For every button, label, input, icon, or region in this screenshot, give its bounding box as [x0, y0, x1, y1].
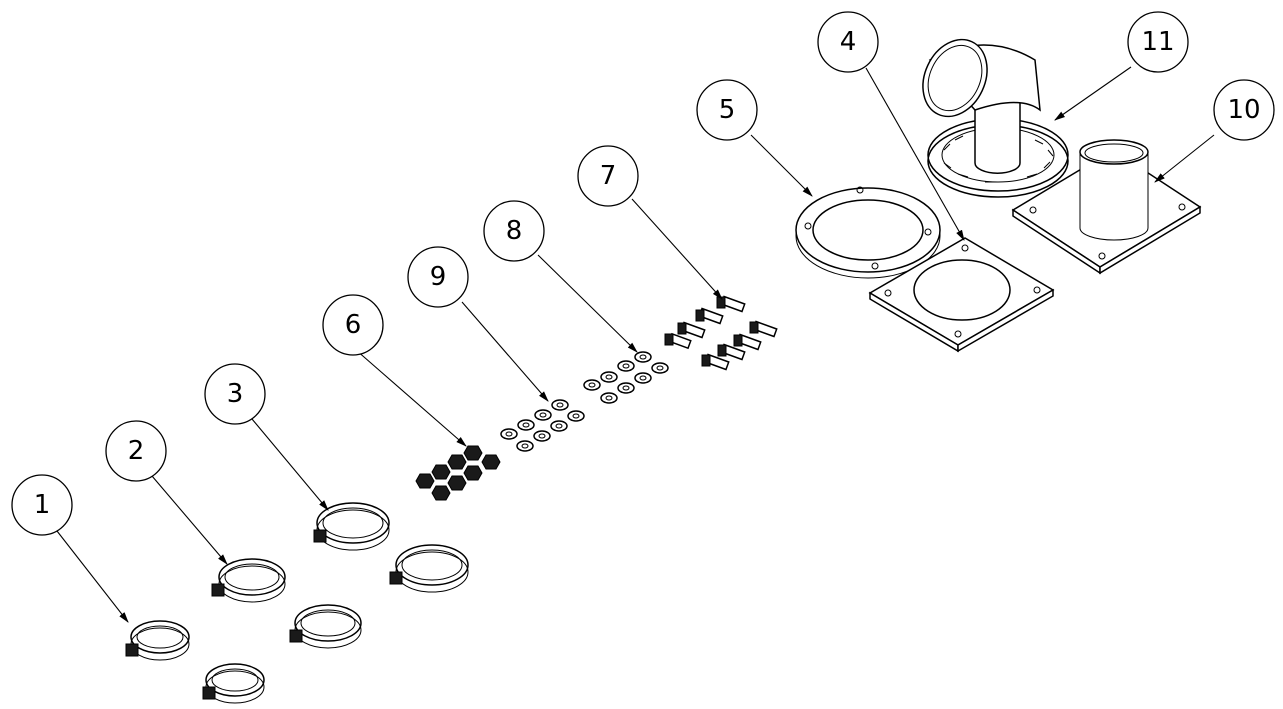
balloon-label: 2	[128, 436, 145, 466]
balloon-label: 8	[506, 216, 523, 246]
balloon-1: 1	[11, 474, 73, 536]
balloon-label: 4	[840, 27, 857, 57]
part-7-bolts	[664, 295, 778, 371]
balloon-label: 1	[34, 490, 51, 520]
balloon-label: 5	[719, 95, 736, 125]
balloon-label: 10	[1227, 95, 1260, 125]
part-8-washers	[583, 351, 669, 404]
part-5-round-flange	[795, 186, 941, 279]
balloon-9: 9	[407, 246, 469, 308]
balloon-2: 2	[105, 420, 167, 482]
balloon-7: 7	[577, 145, 639, 207]
balloon-label: 7	[600, 161, 617, 191]
balloon-label: 9	[430, 262, 447, 292]
part-3-hose-clamps	[313, 502, 469, 593]
part-4-square-plate	[868, 237, 1055, 353]
part-11-elbow-flange	[922, 38, 1069, 198]
balloon-11: 11	[1127, 11, 1189, 73]
balloon-5: 5	[696, 79, 758, 141]
balloon-3: 3	[204, 363, 266, 425]
balloon-8: 8	[483, 200, 545, 262]
part-9-lock-washers	[500, 399, 585, 452]
balloon-label: 6	[345, 310, 362, 340]
leader-lines	[56, 66, 1215, 623]
part-1-hose-clamps	[125, 620, 265, 704]
balloon-6: 6	[322, 294, 384, 356]
balloon-label: 3	[227, 379, 244, 409]
part-6-nuts	[415, 445, 501, 501]
balloon-10: 10	[1213, 79, 1275, 141]
balloon-label: 11	[1141, 27, 1174, 57]
part-10-flange-tube	[1011, 139, 1202, 275]
part-2-hose-clamps	[211, 558, 362, 649]
balloon-4: 4	[817, 11, 879, 73]
